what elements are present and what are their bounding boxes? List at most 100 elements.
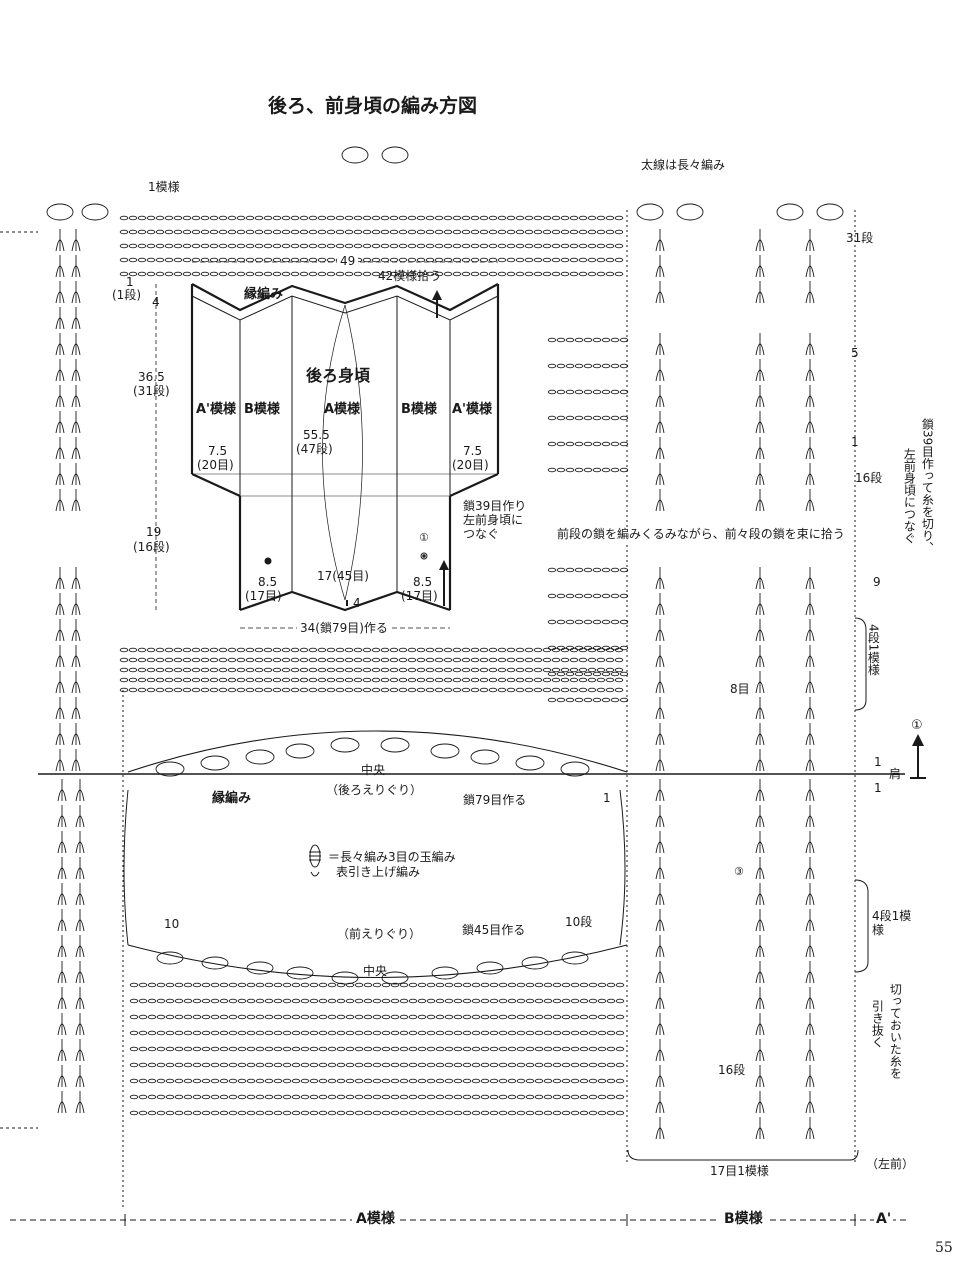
dim-1: 1 [126,275,134,289]
chain-stitch [417,1046,427,1052]
chain-stitch [371,271,381,277]
chain-stitch [327,982,337,988]
chain-stitch [371,667,381,673]
chain-stitch [610,593,620,599]
chain-45: 鎖45目作る [462,923,526,937]
chain-stitch [282,982,292,988]
chain-stitch [533,687,543,693]
chain-stitch [583,389,593,395]
chain-stitch [245,271,255,277]
chain-stitch [353,667,363,673]
chain-stitch [506,215,516,221]
chain-stitch [317,215,327,221]
chain-stitch [570,1094,580,1100]
chain-stitch [156,1014,166,1020]
chain-stitch [345,1094,355,1100]
chain-stitch [291,1094,301,1100]
chain-stitch [183,1110,193,1116]
chain-stitch [515,215,525,221]
chain-stitch [335,229,345,235]
chain-stitch [308,657,318,663]
chain-stitch [614,229,624,235]
front-neck: （前えりぐり） [337,927,422,941]
chain-stitch [619,567,629,573]
chain-stitch [453,1046,463,1052]
chain-stitch [407,271,417,277]
chain-stitch [335,647,345,653]
chain-stitch [408,1014,418,1020]
chain-stitch [128,271,138,277]
chain-stitch [380,229,390,235]
chain-stitch [218,647,228,653]
chain-stitch [565,697,575,703]
chain-stitch [569,677,579,683]
chain-stitch [606,998,616,1004]
chain-stitch [524,229,534,235]
chain-stitch [272,647,282,653]
chain-stitch [533,229,543,235]
chain-stitch [389,657,399,663]
chain-stitch [497,215,507,221]
chain-stitch [372,1062,382,1068]
chain-stitch [345,1014,355,1020]
chain-stitch [592,415,602,421]
schematic-body-name: 後ろ身頃 [306,366,371,385]
chain-stitch [327,1094,337,1100]
chain-stitch [192,982,202,988]
chain-stitch [372,1078,382,1084]
chain-stitch [488,657,498,663]
chain-stitch [489,1046,499,1052]
chain-stitch [236,229,246,235]
chain-stitch [299,271,309,277]
chain-stitch [245,667,255,673]
chain-stitch [156,982,166,988]
chain-stitch [416,271,426,277]
chain-stitch [246,998,256,1004]
chain-stitch [264,1030,274,1036]
chain-stitch [574,467,584,473]
chain-stitch [506,687,516,693]
chain-stitch [480,1062,490,1068]
chain-stitch [191,271,201,277]
chain-stitch [137,647,147,653]
chain-stitch [497,657,507,663]
chain-stitch [417,1062,427,1068]
left-front: （左前） [866,1157,915,1171]
chain-stitch [218,677,228,683]
chain-stitch [192,1110,202,1116]
chain-stitch [574,567,584,573]
chain-stitch [592,671,602,677]
chain-stitch [547,671,557,677]
chain-stitch [552,1046,562,1052]
chain-stitch [556,389,566,395]
chain-stitch [300,998,310,1004]
bobble-stitch [431,966,459,980]
chain-stitch [317,657,327,663]
chain-stitch [201,1062,211,1068]
chain-stitch [317,271,327,277]
chain-stitch [615,1078,625,1084]
chain-stitch [371,215,381,221]
bobble-stitch [285,743,315,759]
chain-stitch [164,229,174,235]
chain-stitch [201,1046,211,1052]
chain-stitch [146,687,156,693]
chain-stitch [299,215,309,221]
chain-stitch [326,687,336,693]
chain-stitch [507,1094,517,1100]
chain-stitch [461,687,471,693]
chain-stitch [147,1014,157,1020]
chain-stitch [601,415,611,421]
chain-stitch [561,1078,571,1084]
chain-stitch [164,667,174,673]
bobble-stitch [561,951,589,965]
chain-stitch [480,1030,490,1036]
chain-stitch [209,687,219,693]
chain-stitch [399,1030,409,1036]
chain-stitch [264,1078,274,1084]
chain-stitch [524,647,534,653]
chain-stitch [272,215,282,221]
chain-stitch [534,1030,544,1036]
chain-stitch [399,1014,409,1020]
chain-stitch [488,229,498,235]
